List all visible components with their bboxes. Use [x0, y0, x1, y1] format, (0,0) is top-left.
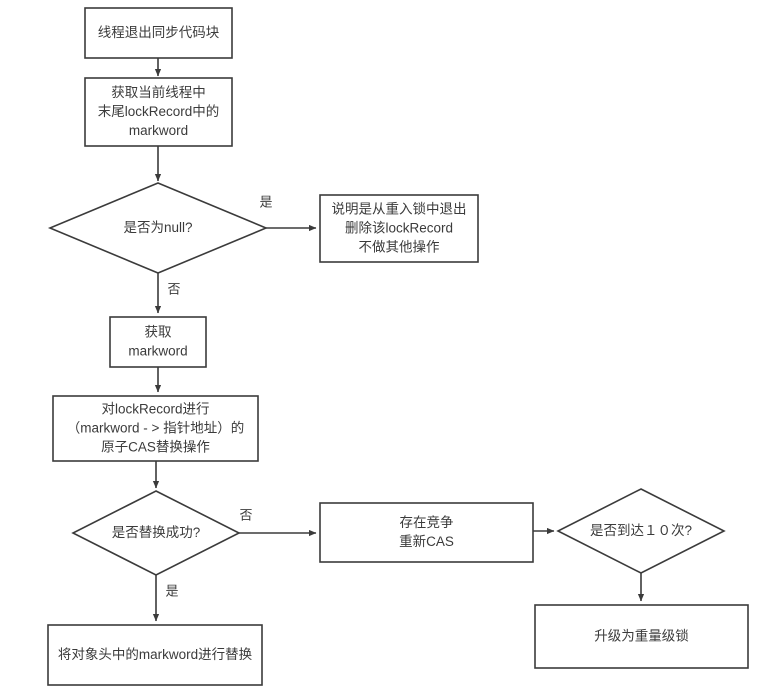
replace-object-header-markword-shape: [47, 624, 263, 686]
replace-object-header-markword-line-0: 将对象头中的markword进行替换: [58, 647, 253, 662]
reentrant-exit-note-shape: [319, 194, 479, 263]
upgrade-to-heavyweight-lock-shape: [534, 604, 749, 669]
atomic-cas-swap-label: 对lockRecord进行 （markword - > 指针地址）的原子CAS替换…: [67, 401, 244, 454]
is-null-decision-label: 是否为null?: [123, 220, 192, 235]
get-last-lockrecord-markword-line-2: markword: [129, 123, 188, 138]
node-upgrade-to-heavyweight-lock[interactable]: 升级为重量级锁: [534, 604, 749, 669]
edge-swap-no-to-contention-label: 否: [239, 507, 252, 522]
reentrant-exit-note-label: 说明是从重入锁中退出删除该lockRecord 不做其他操作: [332, 201, 467, 254]
contention-retry-cas-label: 存在竞争重新CAS: [399, 514, 454, 549]
reached-ten-times-decision-shape: [556, 488, 726, 574]
reached-ten-times-decision-label: 是否到达１０次?: [590, 523, 692, 538]
atomic-cas-swap-shape: [52, 395, 259, 462]
reentrant-exit-note-line-1: 删除该lockRecord: [345, 220, 453, 235]
exit-sync-block-line-0: 线程退出同步代码块: [98, 25, 220, 40]
is-swap-success-decision-label: 是否替换成功?: [112, 525, 201, 540]
node-reached-ten-times-decision[interactable]: 是否到达１０次?: [556, 488, 726, 574]
get-markword-label: 获取 markword: [128, 324, 187, 358]
get-last-lockrecord-markword-label: 获取当前线程中末尾lockRecord中的 markword: [98, 84, 220, 138]
is-null-decision-line-0: 是否为null?: [123, 220, 192, 235]
contention-retry-cas-shape: [319, 502, 534, 563]
replace-object-header-markword-label: 将对象头中的markword进行替换: [58, 647, 253, 662]
contention-retry-cas-line-0: 存在竞争: [400, 514, 454, 530]
is-swap-success-decision-line-0: 是否替换成功?: [112, 525, 201, 540]
exit-sync-block-label: 线程退出同步代码块: [98, 25, 220, 40]
node-atomic-cas-swap[interactable]: 对lockRecord进行 （markword - > 指针地址）的原子CAS替换…: [52, 395, 259, 462]
node-get-markword[interactable]: 获取 markword: [109, 316, 207, 368]
edge-null-yes-to-reentrant-note-label: 是: [259, 194, 272, 209]
upgrade-to-heavyweight-lock-line-0: 升级为重量级锁: [594, 628, 689, 643]
reached-ten-times-decision-line-0: 是否到达１０次?: [590, 523, 692, 538]
get-last-lockrecord-markword-line-1: 末尾lockRecord中的: [98, 104, 220, 119]
exit-sync-block-shape: [84, 7, 233, 59]
atomic-cas-swap-line-2: 原子CAS替换操作: [101, 439, 210, 454]
node-reentrant-exit-note[interactable]: 说明是从重入锁中退出删除该lockRecord 不做其他操作: [319, 194, 479, 263]
reentrant-exit-note-line-2: 不做其他操作: [359, 239, 440, 254]
get-markword-line-1: markword: [128, 343, 187, 358]
get-markword-line-0: 获取: [145, 324, 172, 339]
atomic-cas-swap-line-1: （markword - > 指针地址）的: [67, 420, 244, 435]
node-exit-sync-block[interactable]: 线程退出同步代码块: [84, 7, 233, 59]
is-swap-success-decision-shape: [71, 490, 241, 576]
node-get-last-lockrecord-markword[interactable]: 获取当前线程中末尾lockRecord中的 markword: [84, 77, 233, 147]
contention-retry-cas-line-1: 重新CAS: [399, 534, 454, 549]
get-markword-shape: [109, 316, 207, 368]
node-contention-retry-cas[interactable]: 存在竞争重新CAS: [319, 502, 534, 563]
is-null-decision-shape: [47, 182, 269, 274]
edge-swap-yes-to-replace-header-label: 是: [165, 583, 178, 598]
node-is-swap-success-decision[interactable]: 是否替换成功?: [71, 490, 241, 576]
upgrade-to-heavyweight-lock-label: 升级为重量级锁: [594, 628, 689, 643]
get-last-lockrecord-markword-line-0: 获取当前线程中: [111, 84, 206, 100]
atomic-cas-swap-line-0: 对lockRecord进行: [101, 401, 209, 416]
get-last-lockrecord-markword-shape: [84, 77, 233, 147]
node-replace-object-header-markword[interactable]: 将对象头中的markword进行替换: [47, 624, 263, 686]
edge-null-no-to-get-markword-label: 否: [167, 281, 180, 296]
node-is-null-decision[interactable]: 是否为null?: [47, 182, 269, 274]
reentrant-exit-note-line-0: 说明是从重入锁中退出: [332, 201, 467, 216]
